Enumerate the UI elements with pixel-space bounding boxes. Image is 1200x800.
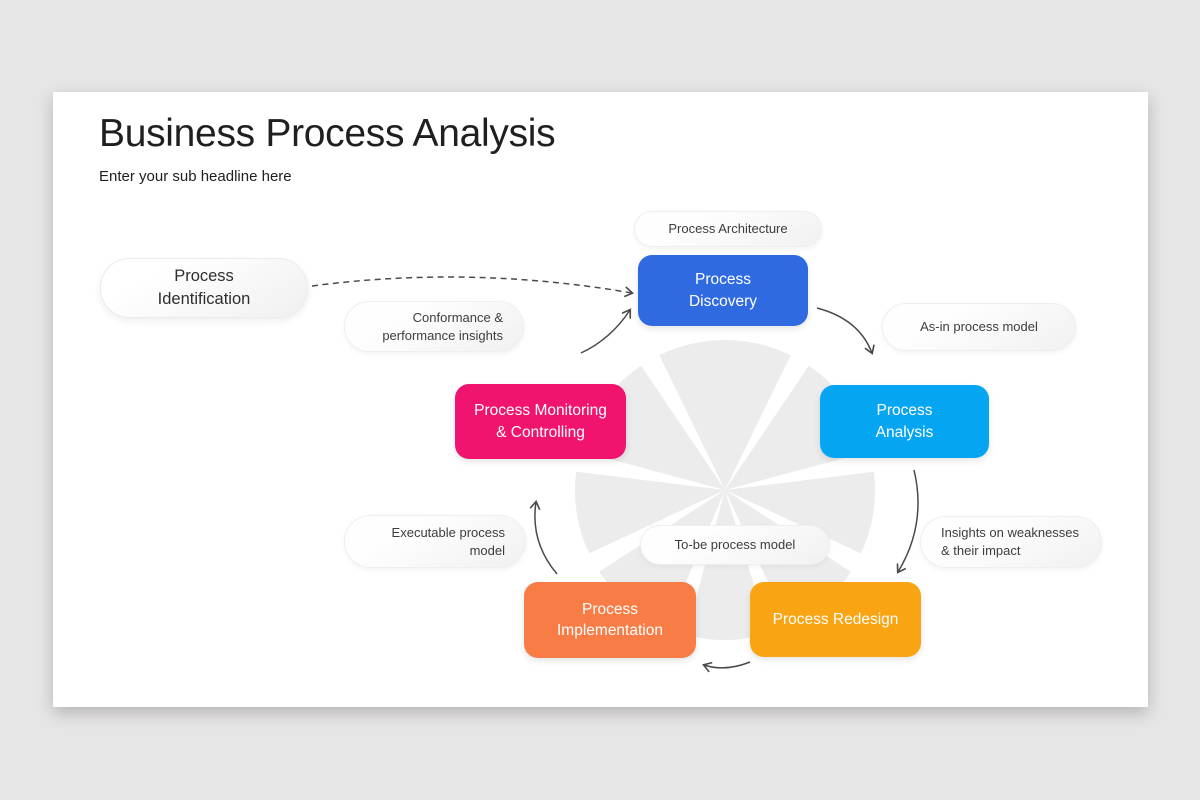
- node-process-discovery: Process Discovery: [638, 255, 808, 326]
- node-label: Process Monitoring & Controlling: [474, 402, 607, 441]
- node-label: Process Implementation: [557, 600, 663, 639]
- node-process-implementation: Process Implementation: [524, 582, 696, 658]
- fan-wedge: [725, 471, 876, 554]
- arrow-redesign-to-implementation: [702, 661, 751, 673]
- pill-label: As-in process model: [920, 319, 1038, 335]
- node-process-identification: Process Identification: [100, 258, 308, 318]
- pill-label: Process Architecture: [668, 221, 788, 237]
- pill-as-in-process-model: As-in process model: [882, 303, 1076, 351]
- pill-insights-on-weaknesses: Insights on weaknesses & their impact: [920, 516, 1102, 568]
- arrow-implementation-to-monitoring: [529, 499, 558, 575]
- slide-title: Business Process Analysis: [99, 112, 556, 155]
- node-label: Process Redesign: [772, 610, 899, 628]
- pill-process-architecture: Process Architecture: [634, 211, 822, 247]
- node-process-monitoring-controlling: Process Monitoring & Controlling: [455, 384, 626, 459]
- slide: Business Process Analysis Enter your sub…: [53, 92, 1148, 707]
- fan-wedge: [659, 340, 791, 490]
- slide-subtitle: Enter your sub headline here: [99, 168, 292, 185]
- arrow-identification-to-discovery: [311, 276, 635, 298]
- node-label: Process Discovery: [688, 271, 758, 310]
- pill-label: To-be process model: [674, 537, 796, 553]
- pill-label: Executable process model: [391, 524, 505, 558]
- pill-executable-process-model: Executable process model: [344, 515, 526, 568]
- arrow-discovery-to-analysis: [816, 307, 875, 355]
- pill-label: Conformance & performance insights: [382, 309, 503, 343]
- pill-conformance-performance-insights: Conformance & performance insights: [344, 301, 524, 352]
- arrow-monitoring-to-discovery: [580, 308, 632, 354]
- pill-to-be-process-model: To-be process model: [640, 525, 830, 565]
- node-process-analysis: Process Analysis: [820, 385, 989, 458]
- arrow-analysis-to-redesign: [896, 469, 919, 574]
- node-label: Process Identification: [157, 267, 251, 308]
- fan-wedge: [574, 471, 725, 554]
- node-label: Process Analysis: [875, 402, 934, 441]
- pill-label: Insights on weaknesses & their impact: [941, 525, 1080, 558]
- node-process-redesign: Process Redesign: [750, 582, 921, 657]
